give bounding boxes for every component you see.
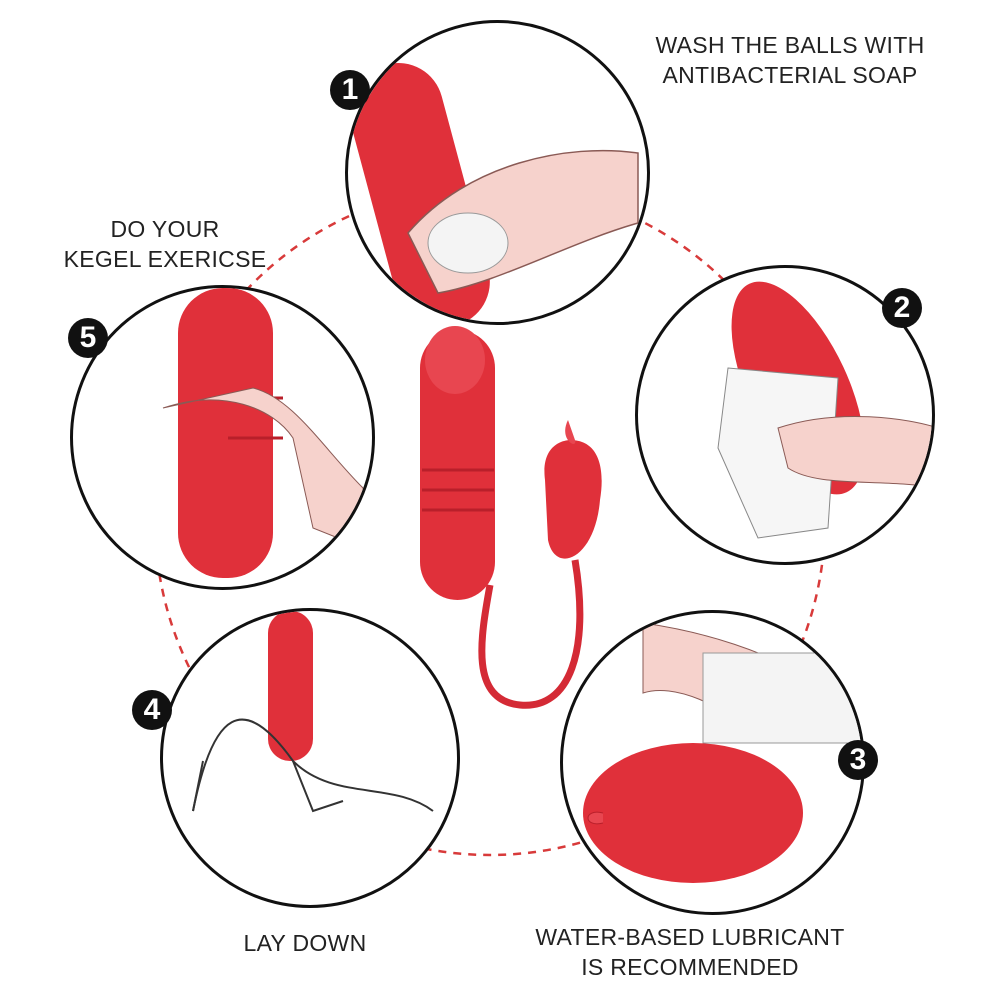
step-2-badge: 2 bbox=[882, 288, 922, 328]
step-4-label: LAY DOWN bbox=[200, 928, 410, 958]
step-1-label: WASH THE BALLS WITH ANTIBACTERIAL SOAP bbox=[620, 30, 960, 90]
step-3-label-line: WATER-BASED LUBRICANT bbox=[535, 924, 845, 950]
step-5-label: DO YOUR KEGEL EXERICSE bbox=[50, 214, 280, 274]
step-5-badge: 5 bbox=[68, 318, 108, 358]
step-4-label-line: LAY DOWN bbox=[243, 930, 367, 956]
step-3-badge: 3 bbox=[838, 740, 878, 780]
step-5-illustration bbox=[70, 285, 375, 590]
step-1-label-line: ANTIBACTERIAL SOAP bbox=[662, 62, 918, 88]
step-1-badge: 1 bbox=[330, 70, 370, 110]
step-4-badge: 4 bbox=[132, 690, 172, 730]
step-3-label-line: IS RECOMMENDED bbox=[581, 954, 799, 980]
step-3-illustration bbox=[560, 610, 865, 915]
step-1-label-line: WASH THE BALLS WITH bbox=[655, 32, 925, 58]
step-1-illustration bbox=[345, 20, 650, 325]
step-5-label-line: KEGEL EXERICSE bbox=[63, 246, 267, 272]
step-5-label-line: DO YOUR bbox=[110, 216, 220, 242]
step-3-label: WATER-BASED LUBRICANT IS RECOMMENDED bbox=[500, 922, 880, 982]
step-4-illustration bbox=[160, 608, 460, 908]
